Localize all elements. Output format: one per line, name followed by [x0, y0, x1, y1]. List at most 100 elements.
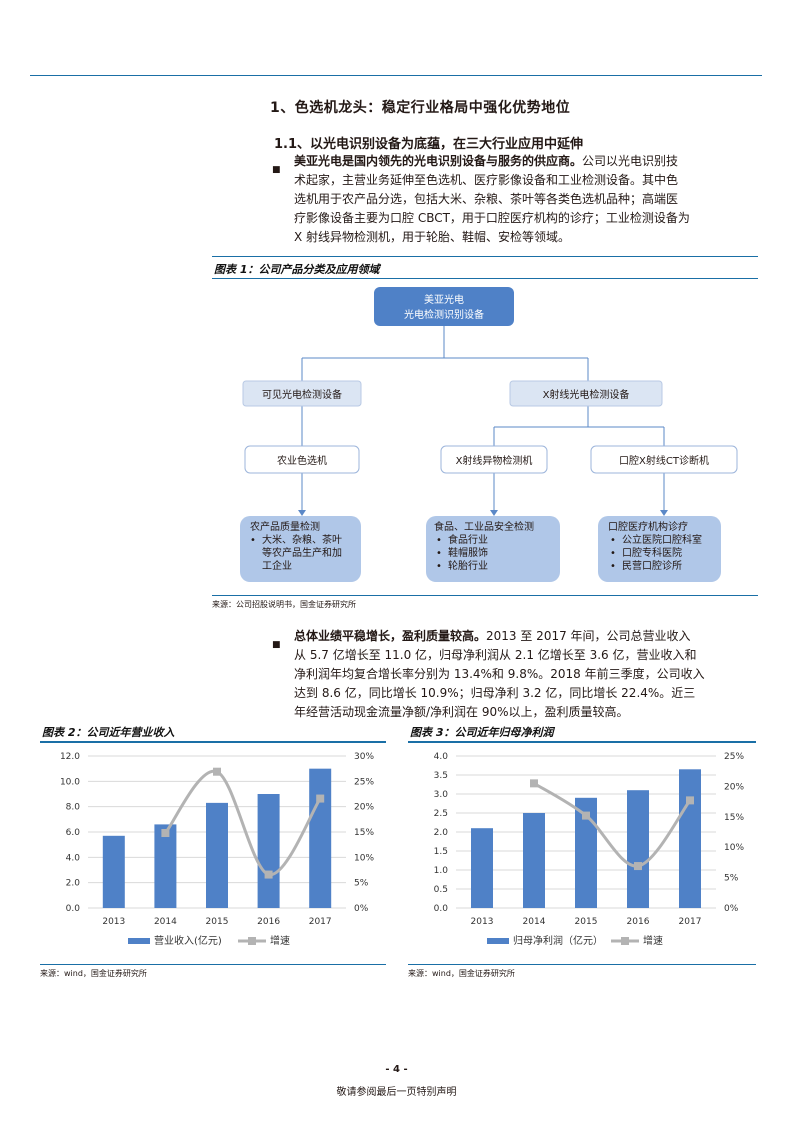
figure-1-caption: 图表 1：公司产品分类及应用领域 [214, 263, 380, 276]
tree-arrowheads [298, 510, 668, 516]
tree-connectors [301, 326, 665, 510]
figure-3-source: 来源：wind，国金证券研究所 [408, 969, 515, 978]
application-agriculture-item-2: 等农产品生产和加 [262, 546, 342, 559]
y2-tick-label: 5% [724, 874, 739, 884]
application-food-item-3: 轮胎行业 [448, 559, 488, 572]
figure-1-source: 来源：公司招股说明书，国金证券研究所 [212, 600, 356, 609]
growth-point [264, 870, 273, 879]
x-tick-label: 2013 [102, 917, 125, 927]
header-rule [30, 75, 762, 76]
bullet-marker: ■ [272, 165, 281, 175]
node-color-sorter-label: 农业色选机 [277, 454, 327, 467]
y-tick-label: 12.0 [60, 752, 80, 762]
x-tick-label: 2013 [471, 917, 494, 927]
y2-tick-label: 0% [354, 904, 369, 914]
figure-1-caption-rule [212, 278, 758, 279]
y2-tick-label: 15% [724, 813, 744, 823]
application-food-item-1: 食品行业 [448, 533, 488, 546]
y-tick-label: 2.0 [434, 828, 449, 838]
figure-2-caption-rule [40, 741, 386, 743]
svg-text:•: • [610, 561, 616, 572]
subsection-heading: 1.1、以光电识别设备为底蕴，在三大行业应用中延伸 [274, 137, 584, 152]
svg-text:•: • [436, 548, 442, 559]
disclaimer-note: 敬请参阅最后一页特别声明 [336, 1087, 457, 1098]
figure-2-source: 来源：wind，国金证券研究所 [40, 969, 147, 978]
y2-tick-label: 25% [724, 752, 744, 762]
figure-3-bottom-rule [408, 964, 756, 965]
bar [523, 813, 545, 908]
bar [575, 797, 597, 908]
y2-tick-label: 0% [724, 904, 739, 914]
y-tick-label: 2.5 [434, 809, 448, 819]
growth-point [530, 779, 538, 788]
y-tick-label: 0.0 [434, 904, 449, 914]
bar [154, 824, 177, 908]
legend-label-line: 增速 [270, 934, 290, 947]
bar [206, 802, 228, 908]
growth-point [161, 829, 170, 838]
net-profit-chart: 0.00.51.01.52.02.53.03.54.00%5%10%15%20%… [434, 752, 745, 947]
y-tick-label: 2.0 [66, 879, 81, 889]
svg-text:•: • [610, 548, 616, 559]
application-box-food-safety [426, 516, 560, 582]
bar [257, 794, 280, 908]
bar [309, 768, 332, 908]
root-node [374, 287, 514, 326]
x-tick-label: 2017 [309, 917, 332, 927]
node-dental-ct [590, 445, 738, 474]
x-tick-label: 2015 [206, 917, 229, 927]
y2-tick-label: 20% [724, 782, 744, 792]
node-xray-inspection-label: X射线异物检测机 [456, 454, 533, 467]
legend-swatch-bar [487, 938, 509, 944]
y2-tick-label: 5% [354, 879, 369, 889]
x-tick-label: 2016 [257, 917, 280, 927]
figure-1-bottom-rule [212, 595, 758, 596]
growth-point [582, 811, 590, 820]
root-node-line1: 美亚光电 [424, 293, 464, 306]
y-tick-label: 3.5 [434, 771, 448, 781]
node-xray-label: X射线光电检测设备 [543, 388, 630, 401]
figure-1-top-rule [212, 256, 758, 257]
node-visible-light-label: 可见光电检测设备 [262, 388, 342, 401]
figure-3-caption-rule [408, 741, 756, 743]
legend-label-line: 增速 [643, 934, 663, 947]
x-tick-label: 2017 [679, 917, 702, 927]
paragraph-performance: 总体业绩平稳增长，盈利质量较高。2013 至 2017 年间，公司总营业收入 从… [294, 629, 705, 719]
growth-point [213, 767, 221, 776]
y2-tick-label: 30% [354, 752, 374, 762]
legend-label-bar: 营业收入(亿元) [154, 934, 222, 947]
application-agriculture-item-1: 大米、杂粮、茶叶 [262, 533, 342, 546]
figure-2-caption: 图表 2：公司近年营业收入 [42, 726, 175, 739]
y2-tick-label: 25% [354, 777, 374, 787]
figure-3-caption: 图表 3：公司近年归母净利润 [410, 726, 554, 739]
application-dental-title: 口腔医疗机构诊疗 [608, 520, 688, 533]
application-agriculture-title: 农产品质量检测 [250, 520, 320, 533]
y-tick-label: 6.0 [66, 828, 81, 838]
growth-point [316, 794, 325, 803]
y-tick-label: 4.0 [66, 853, 81, 863]
node-xray-equipment [509, 380, 663, 407]
paragraph-company-intro: 美亚光电是国内领先的光电识别设备与服务的供应商。公司以光电识别技 术起家，主营业… [294, 154, 690, 244]
section-heading: 1、色选机龙头：稳定行业格局中强化优势地位 [270, 100, 571, 116]
y2-tick-label: 15% [354, 828, 374, 838]
svg-text:•: • [610, 535, 616, 546]
legend-swatch-bar [128, 938, 150, 944]
y-tick-label: 3.0 [434, 790, 449, 800]
svg-text:•: • [436, 561, 442, 572]
x-tick-label: 2015 [575, 917, 598, 927]
revenue-chart: 0.02.04.06.08.010.012.00%5%10%15%20%25%3… [60, 752, 374, 947]
bar [679, 769, 701, 908]
svg-text:•: • [436, 535, 442, 546]
node-xray-inspection [440, 445, 548, 474]
x-tick-label: 2014 [154, 917, 177, 927]
node-dental-ct-label: 口腔X射线CT诊断机 [619, 454, 709, 467]
product-classification-diagram: 美亚光电 光电检测识别设备 可见光电检测设备 X射线光电检测设备 农业色选机 X… [240, 287, 738, 582]
application-food-title: 食品、工业品安全检测 [434, 520, 534, 533]
bar [102, 835, 125, 908]
application-dental-item-1: 公立医院口腔科室 [622, 533, 702, 546]
growth-line [533, 782, 692, 868]
y-tick-label: 1.5 [434, 847, 448, 857]
page-number: - 4 - [385, 1064, 408, 1075]
y-tick-label: 1.0 [434, 866, 449, 876]
node-color-sorter [244, 445, 360, 474]
